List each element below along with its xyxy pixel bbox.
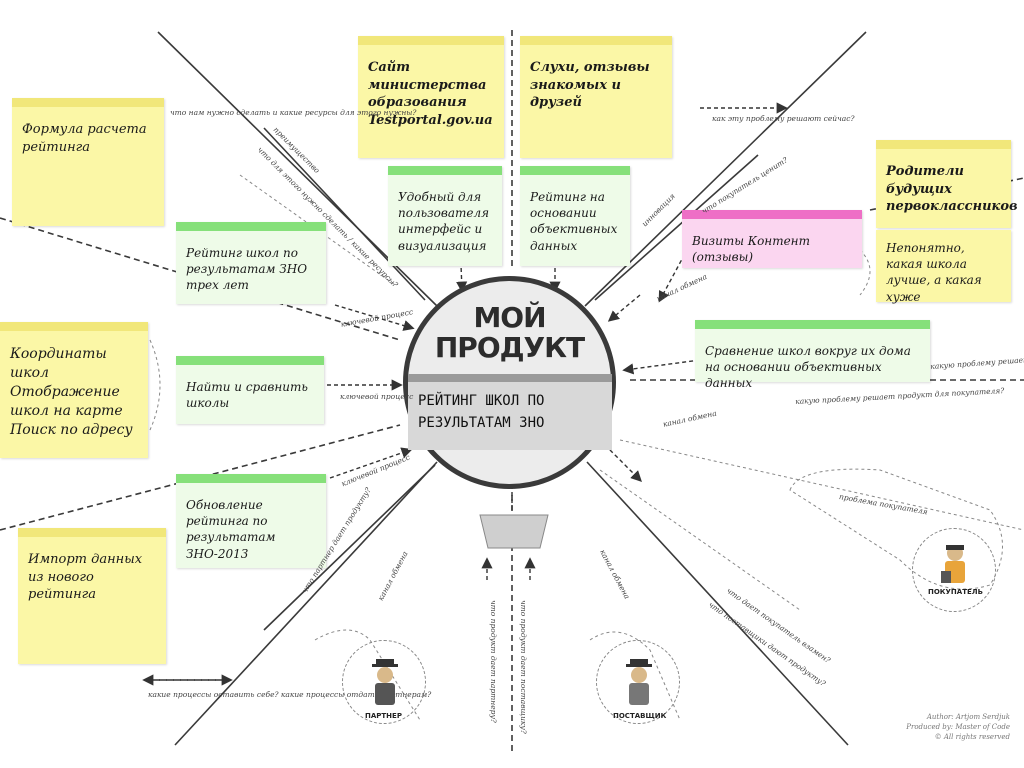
note-compare-around: Сравнение школ вокруг их дома на основан… [695, 320, 930, 390]
supplier-label: ПОСТАВЩИК [613, 712, 667, 720]
note-rumors: Слухи, отзывы знакомых и друзей [520, 36, 672, 158]
note-visits: Визиты Контент (отзывы) [682, 210, 862, 268]
product-subtitle-box [408, 374, 612, 450]
note-coordinates: Координаты школ Отображение школ на карт… [0, 322, 148, 458]
partner-label: ПАРТНЕР [365, 712, 402, 720]
author-line1: Author: Artjom Serdjuk [926, 713, 1010, 721]
product-title-line2: ПРОДУКТ [434, 331, 585, 364]
funnel-shape [479, 514, 549, 549]
note-unclear: Непонятно, какая школа лучше, а какая ху… [876, 230, 1011, 304]
note-objective-rating: Рейтинг на основании объективных данных [520, 166, 630, 266]
buyer-label: ПОКУПАТЕЛЬ [928, 588, 983, 596]
buyer-icon [941, 545, 965, 583]
label-how-solve-now: как эту проблему решают сейчас? [712, 114, 855, 123]
supplier-icon [626, 659, 652, 705]
buyer-circle [912, 528, 996, 612]
partner-circle [342, 640, 426, 724]
author-credit: Author: Artjom Serdjuk Produced by: Mast… [906, 712, 1010, 742]
author-line2: Produced by: Master of Code [906, 723, 1010, 731]
label-processes-keep: какие процессы оставить себе? какие проц… [148, 690, 432, 699]
product-subtitle: РЕЙТИНГ ШКОЛ ПО РЕЗУЛЬТАТАМ ЗНО [418, 393, 545, 431]
supplier-circle [596, 640, 680, 724]
note-formula: Формула расчета рейтинга [12, 98, 164, 226]
note-import-data: Импорт данных из нового рейтинга [18, 528, 166, 664]
label-what-product-gives-partner: что продукт дает партнеру? [489, 600, 498, 723]
note-ministry-site: Сайт министерства образования Testportal… [358, 36, 504, 158]
note-parents: Родители будущих первоклассников [876, 140, 1018, 228]
author-line3: © All rights reserved [934, 733, 1010, 741]
note-update-rating: Обновление рейтинга по результатам ЗНО-2… [176, 474, 326, 568]
note-find-compare: Найти и сравнить школы [176, 356, 324, 424]
note-three-years: Рейтинг школ по результатам ЗНО трех лет [176, 222, 326, 304]
partner-icon [372, 659, 398, 705]
label-what-product-gives-supplier: что продукт дает поставщику? [519, 600, 528, 734]
label-what-to-do: что нам нужно сделать и какие ресурсы дл… [170, 108, 417, 117]
label-key-process-2: ключевой процесс [340, 392, 414, 401]
note-user-friendly: Удобный для пользователя интерфейс и виз… [388, 166, 502, 266]
product-title-line1: МОЙ [473, 301, 546, 334]
